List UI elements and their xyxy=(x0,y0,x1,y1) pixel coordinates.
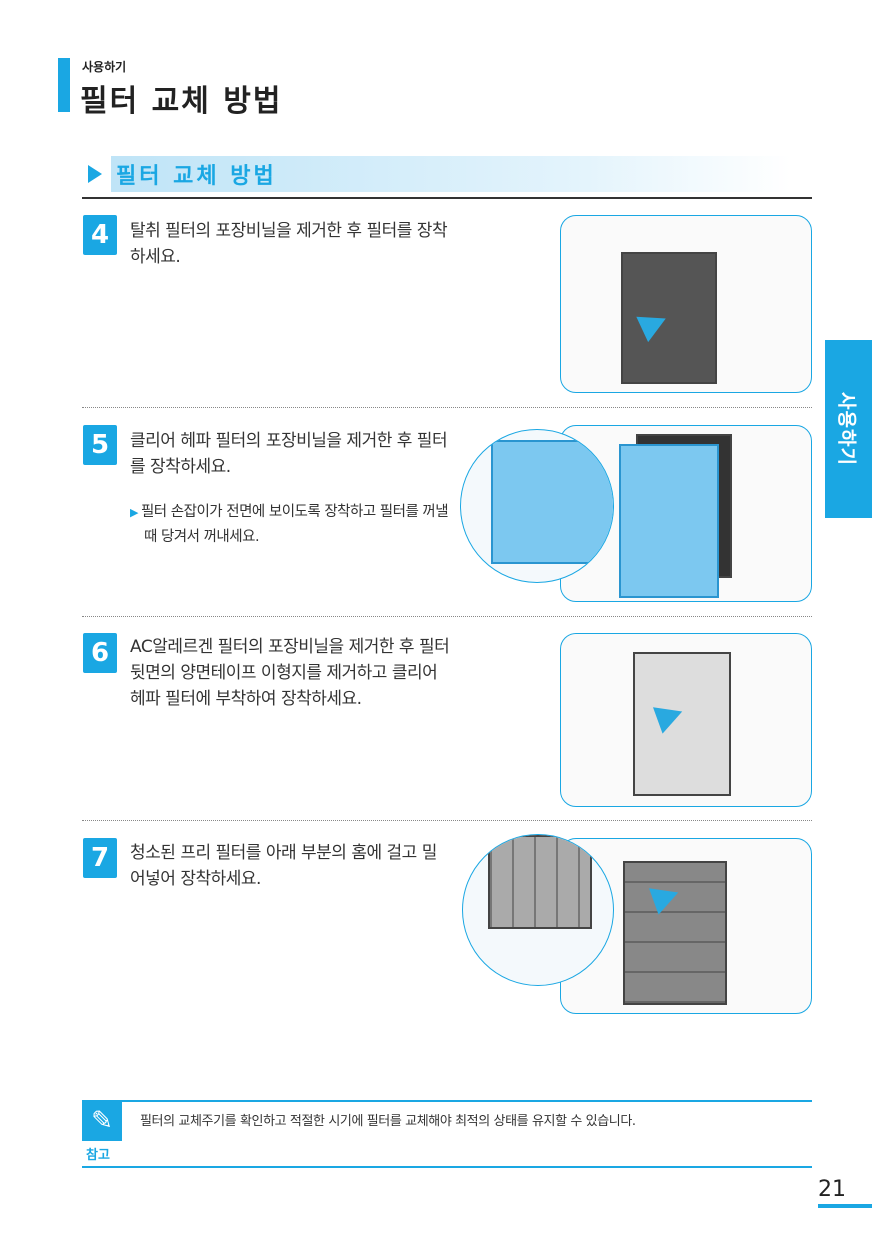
note-bottom-rule xyxy=(82,1166,812,1168)
section-band xyxy=(111,156,791,192)
side-tab-label: 사용하기 xyxy=(835,392,858,466)
pencil-icon: ✎ xyxy=(82,1101,122,1141)
note-text: 필터의 교체주기를 확인하고 적절한 시기에 필터를 교체해야 최적의 상태를 … xyxy=(140,1114,636,1129)
step-bullet-text: 필터 손잡이가 전면에 보이도록 장착하고 필터를 꺼낼 때 당겨서 꺼내세요. xyxy=(140,504,449,545)
step-number: 5 xyxy=(83,425,117,465)
triangle-icon xyxy=(88,165,102,183)
step-text: 탈취 필터의 포장비닐을 제거한 후 필터를 장착하세요. xyxy=(130,221,448,267)
step-number: 4 xyxy=(83,215,117,255)
step-number: 7 xyxy=(83,838,117,878)
step-text: AC알레르겐 필터의 포장비닐을 제거한 후 필터 뒷면의 양면테이프 이형지를… xyxy=(130,637,450,709)
side-tab[interactable] xyxy=(825,340,872,518)
step-text: 청소된 프리 필터를 아래 부분의 홈에 걸고 밀어넣어 장착하세요. xyxy=(130,843,437,889)
divider xyxy=(82,407,812,408)
note-label: 참고 xyxy=(86,1148,110,1163)
triangle-icon: ▶ xyxy=(130,506,141,519)
page-title: 필터 교체 방법 xyxy=(80,84,283,119)
note-top-rule xyxy=(82,1100,812,1102)
step-6-illustration xyxy=(560,633,812,807)
step-text: 클리어 헤파 필터의 포장비닐을 제거한 후 필터를 장착하세요. xyxy=(130,431,448,477)
section-title: 필터 교체 방법 xyxy=(116,164,277,189)
step-number: 6 xyxy=(83,633,117,673)
page-number: 21 xyxy=(818,1177,846,1202)
step-5-illustration xyxy=(560,425,812,602)
step-4-illustration xyxy=(560,215,812,393)
section-rule xyxy=(82,197,812,199)
divider xyxy=(82,820,812,821)
divider xyxy=(82,616,812,617)
zoom-detail-circle xyxy=(460,429,614,583)
page-number-bar xyxy=(818,1204,872,1208)
zoom-detail-circle xyxy=(462,834,614,986)
step-bullet: ▶ 필터 손잡이가 전면에 보이도록 장착하고 필터를 꺼낼 때 당겨서 꺼내세… xyxy=(130,500,464,550)
header-accent-bar xyxy=(58,58,70,112)
header-category: 사용하기 xyxy=(82,60,127,74)
